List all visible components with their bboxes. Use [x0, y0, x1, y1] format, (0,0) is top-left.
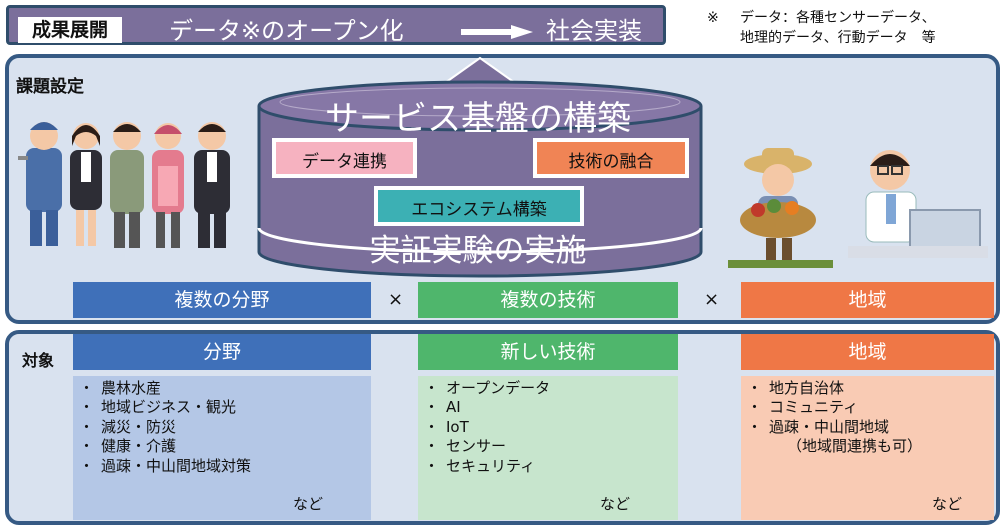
- list-item: ・農林水産: [79, 379, 162, 397]
- target-label: 対象: [22, 351, 55, 370]
- businessman-icon: [194, 122, 230, 248]
- demo-experiment-title: 実証実験の実施: [369, 233, 587, 269]
- tech-list: ・オープンデータ ・AI ・IoT ・センサー ・セキュリティ: [424, 379, 678, 476]
- list-item: ・セキュリティ: [424, 456, 536, 475]
- multi-tech-bar: 複数の技術: [418, 282, 678, 318]
- man-green-icon: [110, 122, 144, 248]
- list-item: ・地域ビジネス・観光: [79, 398, 237, 417]
- region-header: 地域: [741, 334, 994, 370]
- ecosystem-box: エコシステム構築: [374, 186, 584, 226]
- engineer-icon: [848, 150, 988, 258]
- list-item: ・コミュニティ: [747, 398, 859, 417]
- note-line-2: 地理的データ、行動データ 等: [740, 30, 936, 46]
- note-line-1: データ：各種センサーデータ、: [740, 10, 936, 26]
- field-list-box: ・農林水産 ・地域ビジネス・観光 ・減災・防災 ・健康・介護 ・過疎・中山間地域…: [73, 376, 371, 520]
- list-item: ・健康・介護: [79, 437, 177, 456]
- field-list: ・農林水産 ・地域ビジネス・観光 ・減災・防災 ・健康・介護 ・過疎・中山間地域…: [79, 379, 371, 476]
- data-linkage-box: データ連携: [272, 138, 417, 178]
- right-arrow-icon: [461, 25, 533, 39]
- multi-field-bar: 複数の分野: [73, 282, 371, 318]
- tech-list-box: ・オープンデータ ・AI ・IoT ・センサー ・セキュリティ など: [418, 376, 678, 520]
- list-item: ・IoT: [424, 417, 469, 436]
- list-item: ・減災・防災: [79, 417, 177, 436]
- region-note: （地域間連携も可）: [787, 437, 923, 456]
- woman-apron-icon: [152, 123, 184, 248]
- list-item: ・オープンデータ: [424, 379, 551, 397]
- etc-label: など: [931, 494, 962, 513]
- region-bar: 地域: [741, 282, 994, 318]
- list-item: ・地方自治体: [747, 379, 845, 397]
- times-sign: ×: [388, 289, 404, 310]
- list-item: ・センサー: [424, 437, 507, 456]
- service-platform-title: サービス基盤の構築: [325, 99, 631, 139]
- people-illustration: [18, 122, 230, 248]
- etc-label: など: [599, 494, 630, 513]
- list-item: ・過疎・中山間地域: [747, 417, 890, 436]
- list-item: ・過疎・中山間地域対策: [79, 456, 252, 475]
- banner-tag: 成果展開: [18, 17, 122, 43]
- banner-open-data-text: データ※のオープン化: [169, 17, 404, 45]
- tech-fusion-box: 技術の融合: [533, 138, 689, 178]
- issue-setting-label: 課題設定: [16, 77, 84, 97]
- banner-social-text: 社会実装: [546, 17, 642, 45]
- region-list: ・地方自治体 ・コミュニティ ・過疎・中山間地域: [747, 379, 994, 437]
- woman-icon: [70, 123, 102, 246]
- list-item: ・AI: [424, 398, 461, 417]
- note-mark: ※: [707, 10, 719, 26]
- times-sign: ×: [704, 289, 720, 310]
- new-tech-header: 新しい技術: [418, 334, 678, 370]
- farmer-icon: [728, 148, 833, 268]
- result-banner: 成果展開 データ※のオープン化 社会実装: [6, 5, 666, 45]
- etc-label: など: [292, 494, 323, 513]
- worker-icon: [18, 122, 62, 246]
- region-list-box: ・地方自治体 ・コミュニティ ・過疎・中山間地域 （地域間連携も可） など: [741, 376, 994, 520]
- field-header: 分野: [73, 334, 371, 370]
